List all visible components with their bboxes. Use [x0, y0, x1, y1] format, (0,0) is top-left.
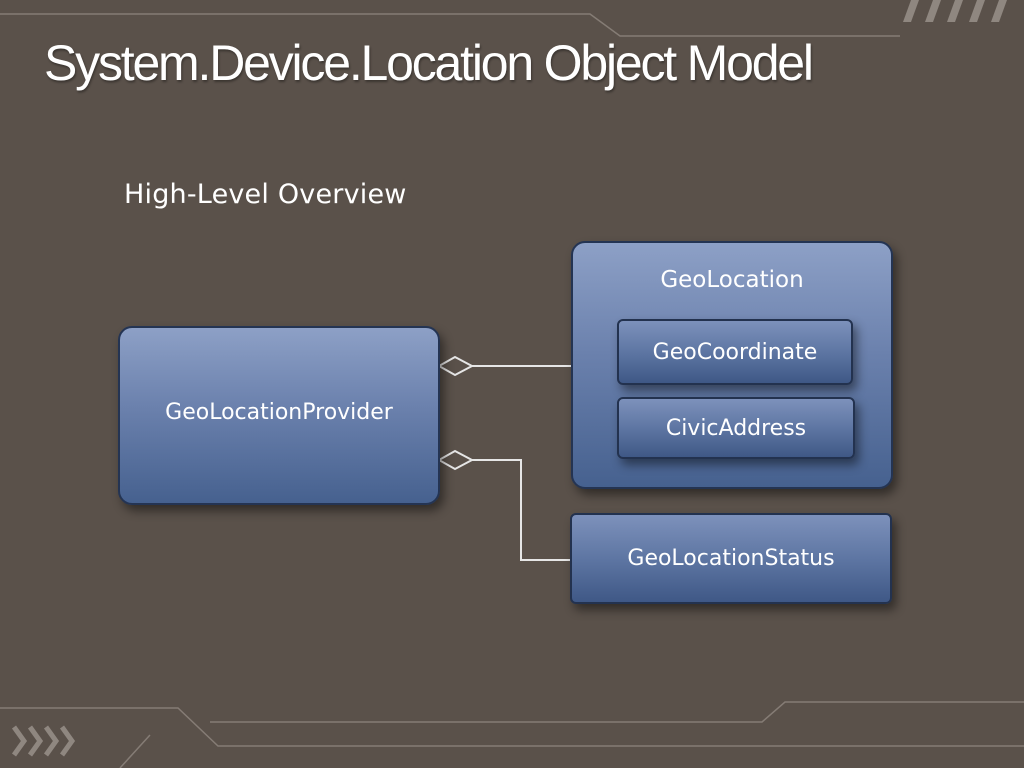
bottom-deco-line-diag [119, 734, 151, 768]
geolocationstatus-label: GeoLocationStatus [627, 546, 835, 571]
chevron-stripes-icon [11, 725, 76, 757]
civicaddress-box: CivicAddress [617, 397, 855, 459]
slash-stripes-icon [903, 0, 1007, 22]
slide-subtitle: High-Level Overview [124, 179, 407, 210]
geolocationprovider-box: GeoLocationProvider [118, 326, 440, 505]
geolocationstatus-box: GeoLocationStatus [570, 513, 892, 604]
civicaddress-label: CivicAddress [665, 415, 807, 441]
geolocationprovider-label: GeoLocationProvider [165, 400, 393, 425]
bottom-deco-line-upper [0, 707, 1024, 747]
slide-title: System.Device.Location Object Model [44, 35, 814, 91]
geocoordinate-label: GeoCoordinate [652, 339, 818, 365]
bottom-deco-line-lower [210, 701, 1024, 723]
geolocation-label: GeoLocation [660, 267, 804, 293]
top-deco-line [0, 13, 900, 37]
geocoordinate-box: GeoCoordinate [617, 319, 853, 385]
